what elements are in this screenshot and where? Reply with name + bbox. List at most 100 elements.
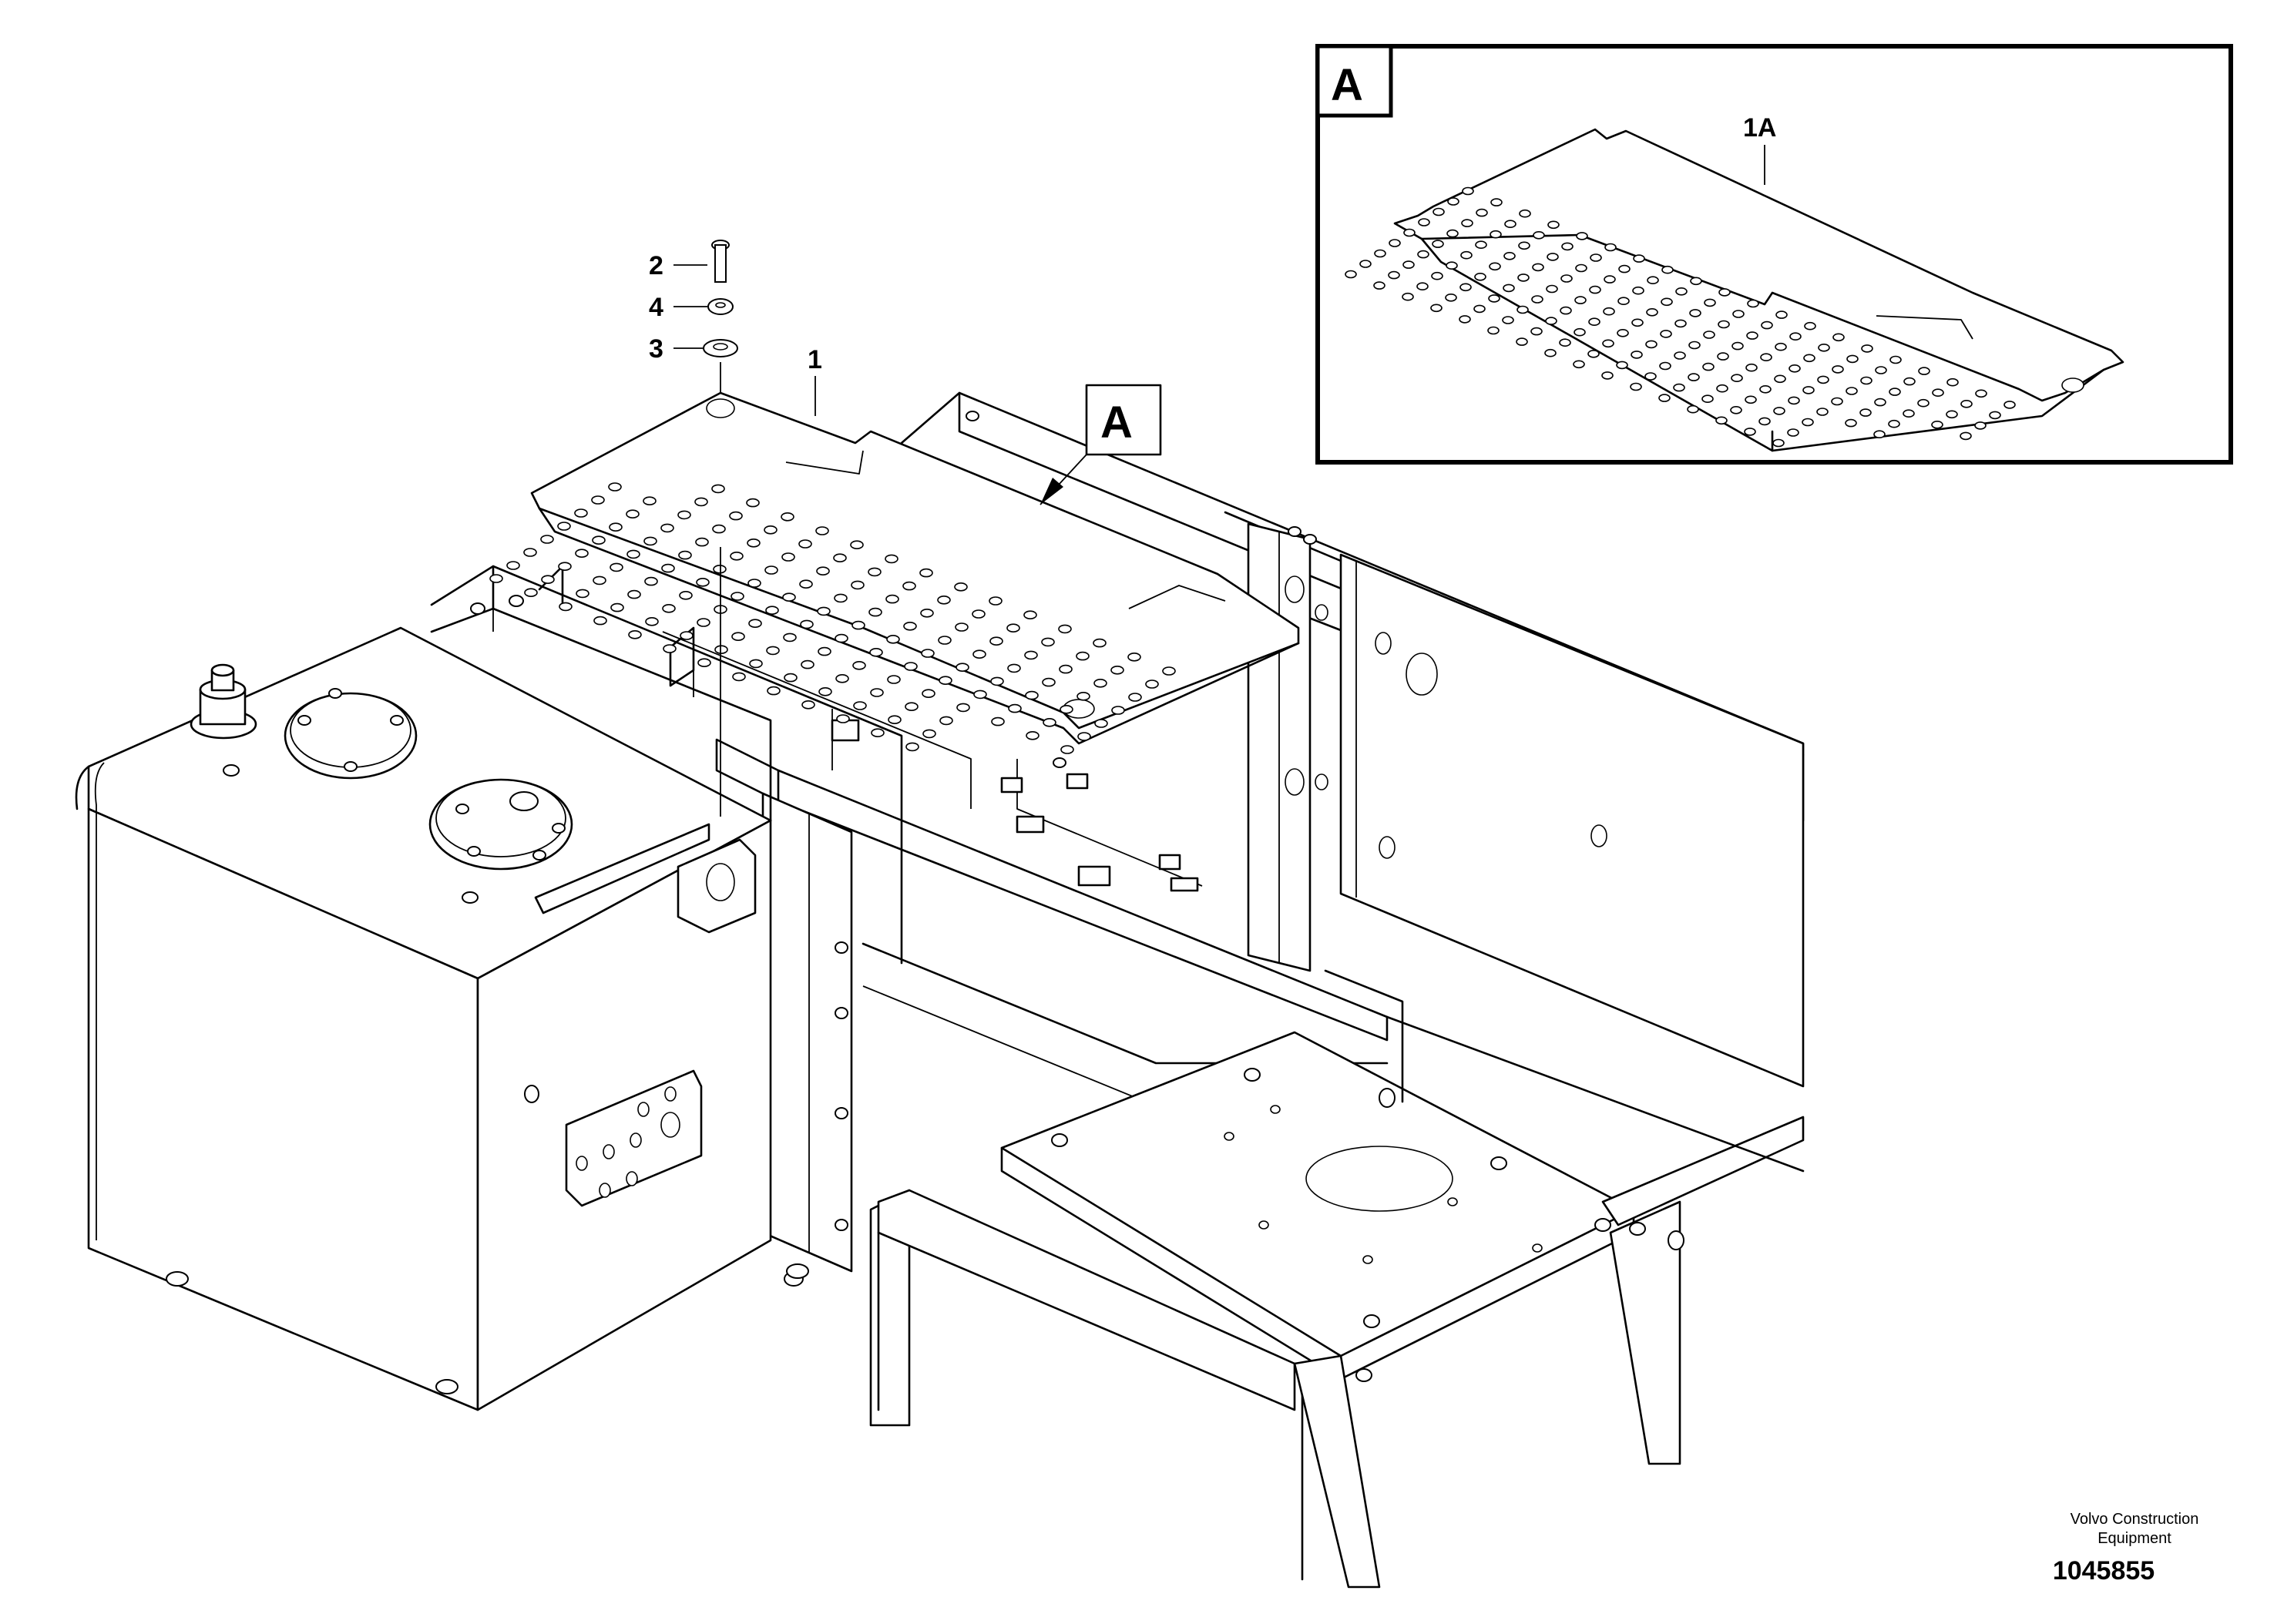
perforation-hole (1043, 717, 1056, 727)
perforation-hole (904, 662, 918, 671)
perforation-hole (1788, 396, 1800, 405)
perforation-hole (869, 647, 883, 657)
perforation-hole (1077, 732, 1091, 741)
perforation-hole (1460, 250, 1473, 260)
perforation-hole (1094, 719, 1108, 728)
perforation-hole (1058, 624, 1072, 634)
perforation-hole (1587, 349, 1600, 358)
perforation-hole (972, 609, 986, 619)
callout-1: 1 (808, 345, 822, 374)
perforation-hole (1076, 691, 1090, 701)
perforation-hole (1446, 229, 1459, 238)
perforation-hole (1503, 284, 1515, 293)
perforation-hole (1617, 297, 1630, 306)
perforation-hole (1359, 260, 1372, 268)
perforation-hole (1574, 327, 1586, 337)
perforation-hole (1531, 295, 1543, 304)
perforation-hole (1661, 297, 1673, 307)
perforation-hole (781, 552, 795, 562)
perforation-hole (1388, 270, 1400, 280)
perforation-hole (850, 540, 864, 550)
perforation-hole (1561, 242, 1574, 251)
perforation-hole (1545, 317, 1557, 325)
perforation-hole (1759, 384, 1772, 394)
perforation-hole (868, 607, 882, 617)
perforation-hole (1490, 198, 1503, 206)
perforation-hole (731, 592, 744, 601)
perforation-hole (851, 580, 865, 590)
perforation-hole (1731, 374, 1743, 383)
inset-view-a: A 1A (1315, 44, 2233, 465)
perforation-hole (1874, 398, 1886, 407)
perforation-hole (939, 676, 952, 686)
perforation-hole (1504, 220, 1516, 229)
lower-frame (761, 792, 1805, 1589)
perforation-hole (836, 714, 850, 723)
perforation-hole (1690, 277, 1702, 286)
perforation-hole (868, 567, 882, 577)
company-line-2: Equipment (2098, 1530, 2171, 1547)
perforation-hole (1775, 310, 1788, 319)
perforation-hole (644, 576, 658, 586)
perforation-hole (922, 689, 935, 699)
perforation-hole (1789, 332, 1802, 341)
perforation-hole (1026, 730, 1040, 740)
perforation-hole (922, 729, 936, 739)
perforation-hole (1573, 360, 1585, 369)
inset-cover-plate (1345, 128, 2124, 452)
perforation-hole (1474, 272, 1486, 281)
perforation-hole (1832, 333, 1845, 342)
perforation-hole (1772, 438, 1785, 448)
perforation-hole (1110, 665, 1124, 675)
perforation-hole (920, 608, 934, 618)
inset-perforation-holes (1345, 186, 2016, 448)
perforation-hole (1932, 388, 1944, 398)
perforation-hole (1802, 386, 1815, 394)
perforation-hole (1145, 679, 1159, 689)
callout-3: 3 (649, 334, 663, 364)
perforation-hole (1059, 664, 1073, 674)
perforation-hole (2003, 401, 2016, 409)
perforation-hole (783, 632, 797, 643)
perforation-hole (921, 649, 935, 658)
perforation-hole (1025, 690, 1039, 700)
perforation-hole (1445, 293, 1457, 302)
perforation-hole (1574, 296, 1587, 304)
perforation-hole (576, 589, 589, 599)
perforation-hole (540, 535, 554, 544)
perforation-hole (593, 616, 607, 626)
perforation-hole (1804, 321, 1816, 331)
perforation-hole (1744, 428, 1756, 436)
perforation-hole (1745, 395, 1757, 404)
perforation-hole (1008, 703, 1022, 713)
perforation-hole (609, 522, 623, 532)
perforation-hole (1632, 286, 1644, 295)
perforation-hole (1024, 650, 1038, 660)
perforation-hole (1889, 355, 1902, 364)
perforation-hole (1660, 330, 1672, 338)
perforation-hole (765, 606, 779, 616)
perforation-hole (764, 525, 778, 535)
perforation-hole (1888, 419, 1900, 428)
perforation-hole (954, 582, 968, 592)
perforation-hole (628, 629, 642, 639)
perforation-hole (1060, 745, 1074, 754)
perforation-hole (1127, 652, 1141, 662)
perforation-hole (1845, 418, 1857, 428)
perforation-hole (489, 574, 503, 583)
perforation-hole (781, 512, 794, 522)
perforation-hole (1732, 310, 1745, 318)
perforation-hole (1041, 637, 1055, 647)
perforation-hole (1789, 364, 1801, 373)
perforation-hole (1817, 375, 1829, 384)
perforation-hole (1688, 373, 1700, 381)
perforation-hole (991, 716, 1005, 726)
perforation-hole (955, 622, 969, 632)
perforation-hole (1128, 693, 1142, 702)
perforation-hole (885, 554, 898, 564)
perforation-hole (1430, 304, 1443, 313)
perforation-hole (1533, 230, 1545, 240)
hydraulic-tank (75, 565, 809, 1411)
perforation-hole (784, 673, 798, 683)
